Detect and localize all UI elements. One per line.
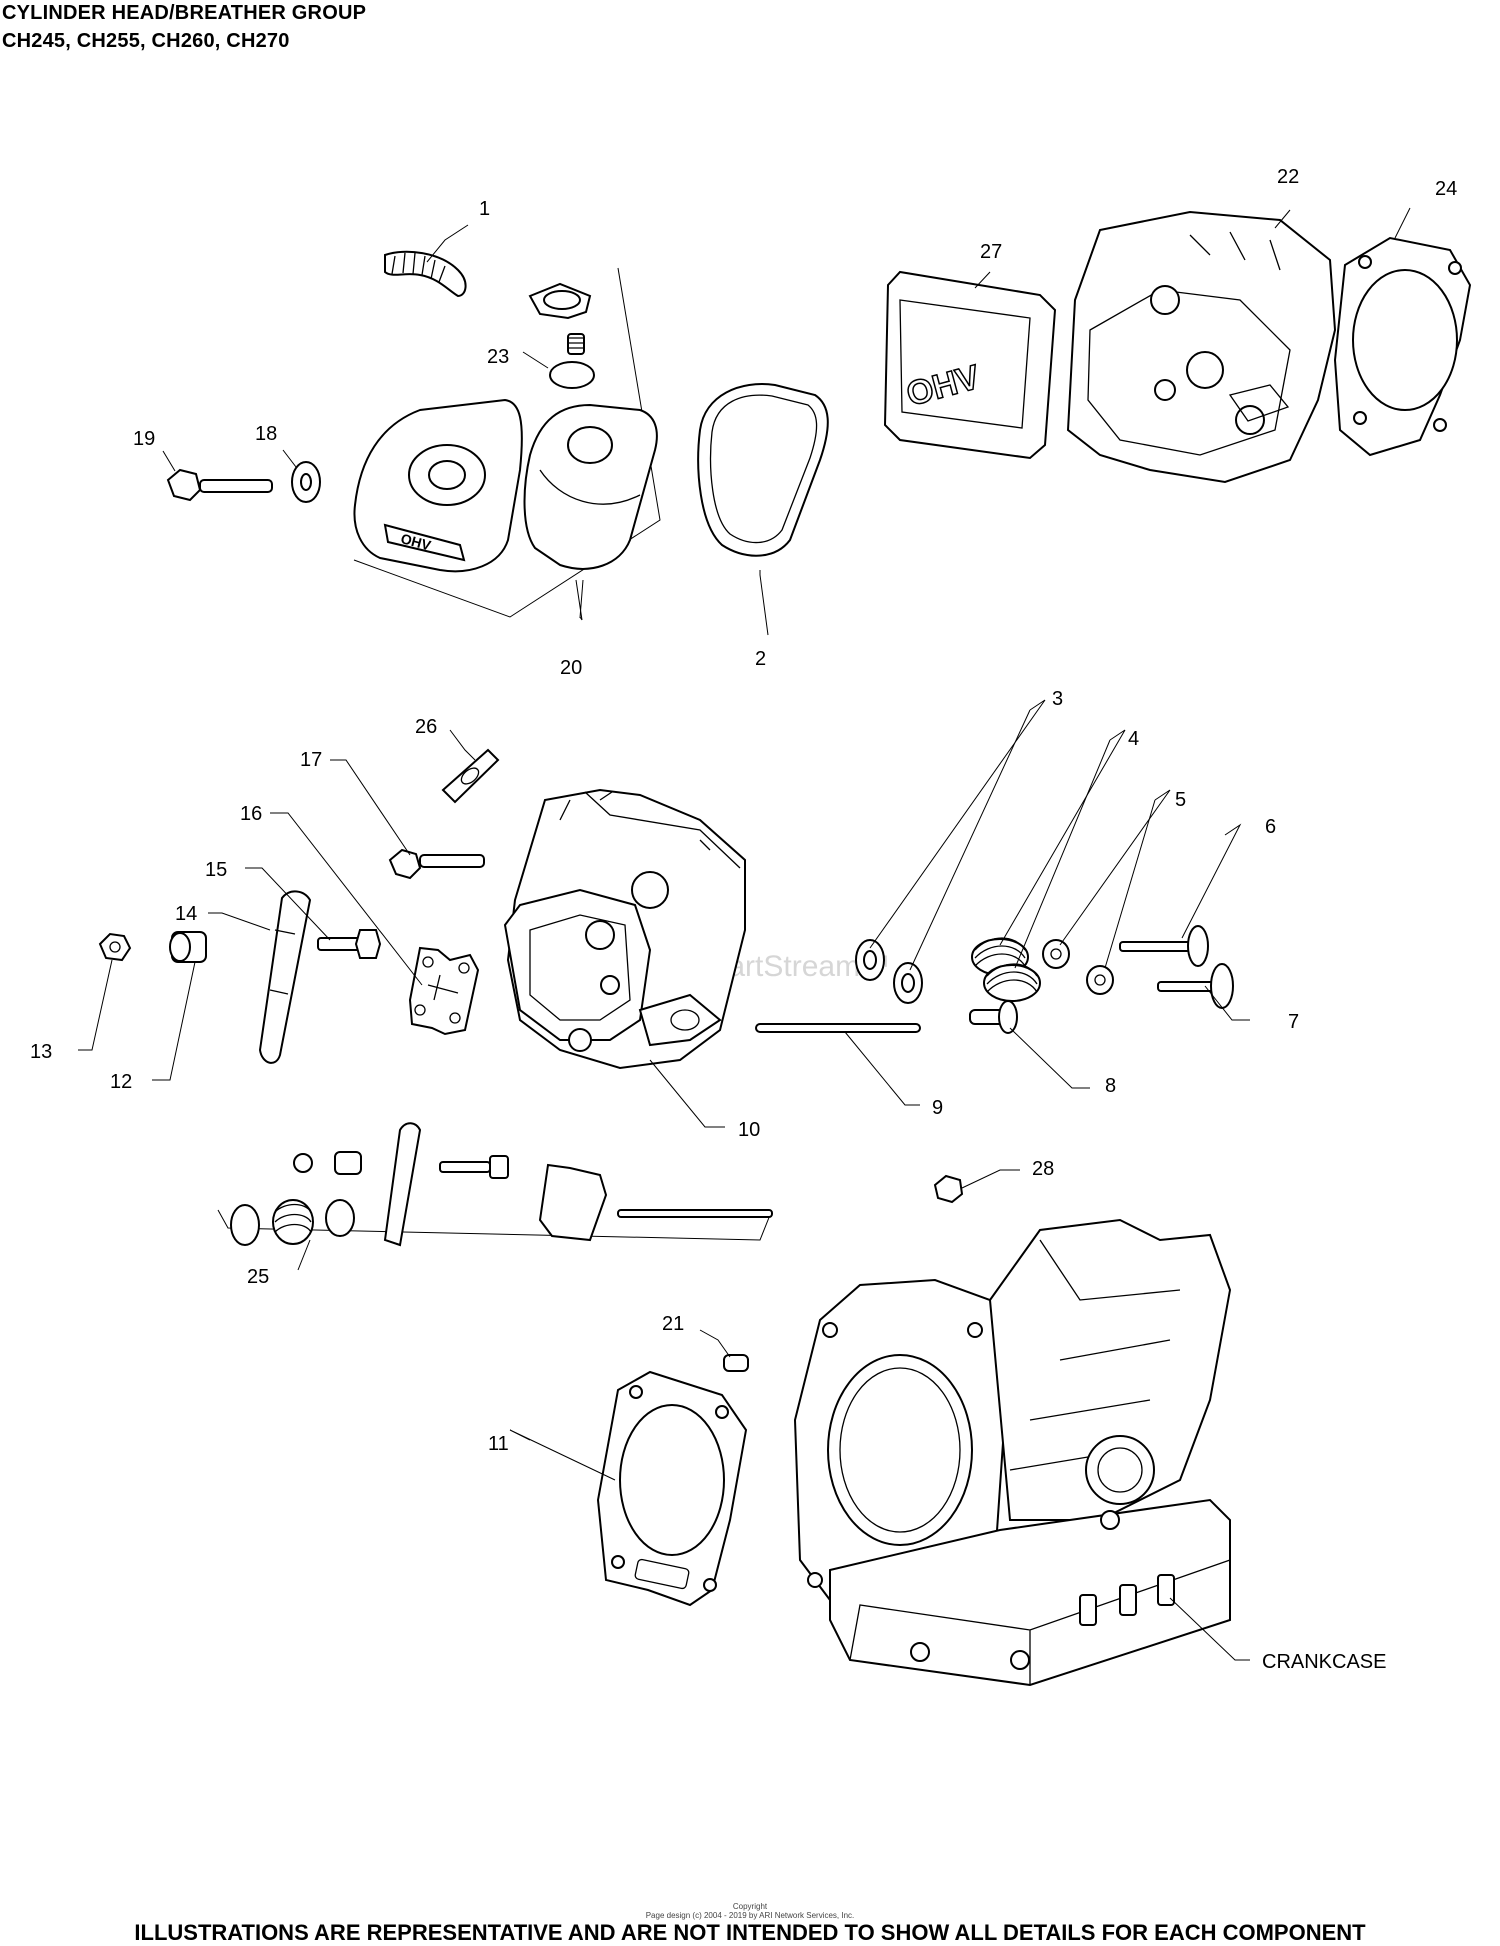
- callout-23: 23: [487, 346, 509, 368]
- callout-10: 10: [738, 1119, 760, 1141]
- callout-3: 3: [1052, 688, 1063, 710]
- head-bolt[interactable]: [388, 848, 485, 880]
- breather-screw[interactable]: [933, 1174, 964, 1204]
- push-rod-guide-plate[interactable]: [408, 946, 480, 1036]
- push-rod[interactable]: [755, 1023, 921, 1033]
- head-gasket-upper[interactable]: [1333, 236, 1472, 457]
- breather-hose[interactable]: [384, 250, 467, 298]
- callout-21: 21: [662, 1313, 684, 1335]
- copyright-notice: Page design (c) 2004 - 2019 by ARI Netwo…: [645, 1911, 855, 1920]
- callout-28: 28: [1032, 1158, 1054, 1180]
- valve-stem-seal-1[interactable]: [1042, 939, 1070, 969]
- intake-valve[interactable]: [1157, 963, 1234, 1009]
- callout-27: 27: [980, 241, 1002, 263]
- rocker-arm[interactable]: [258, 890, 312, 1064]
- valve-cover-outer[interactable]: OHV: [353, 398, 523, 573]
- callout-6: 6: [1265, 816, 1276, 838]
- small-gasket[interactable]: [441, 748, 500, 804]
- valve-kit-parts[interactable]: [230, 1122, 773, 1247]
- callout-1: 1: [479, 198, 490, 220]
- crankcase[interactable]: [793, 1218, 1232, 1687]
- callout-8: 8: [1105, 1075, 1116, 1097]
- rocker-stud[interactable]: [317, 929, 382, 959]
- callout-7: 7: [1288, 1011, 1299, 1033]
- model-list: CH245, CH255, CH260, CH270: [2, 30, 290, 52]
- callout-16: 16: [240, 803, 262, 825]
- callout-13: 13: [30, 1041, 52, 1063]
- callout-15: 15: [205, 859, 227, 881]
- callout-18: 18: [255, 423, 277, 445]
- callout-17: 17: [300, 749, 322, 771]
- callout-19: 19: [133, 428, 155, 450]
- breather-disc[interactable]: [549, 361, 595, 389]
- callout-5: 5: [1175, 789, 1186, 811]
- valve-stem-seal-2[interactable]: [1086, 965, 1114, 995]
- valve-cover-inner[interactable]: [523, 403, 658, 570]
- head-gasket-lower[interactable]: [596, 1370, 748, 1607]
- cover-washer[interactable]: [291, 461, 321, 503]
- callout-22: 22: [1277, 166, 1299, 188]
- callout-25: 25: [247, 1266, 269, 1288]
- callout-4: 4: [1128, 728, 1139, 750]
- cover-screw[interactable]: [166, 468, 273, 502]
- cylinder-head-upper[interactable]: [1066, 210, 1337, 484]
- page-title: CYLINDER HEAD/BREATHER GROUP: [2, 2, 367, 24]
- leader-lines: [78, 207, 1411, 1661]
- svg-text:OHV: OHV: [399, 530, 433, 553]
- valve-spring-2[interactable]: [983, 963, 1041, 1002]
- callout-11: 11: [488, 1433, 509, 1455]
- callout-9: 9: [932, 1097, 943, 1119]
- cylinder-head[interactable]: [503, 788, 746, 1070]
- spring-retainer-1[interactable]: [855, 939, 885, 981]
- valve-tappet[interactable]: [969, 1000, 1018, 1034]
- copyright-label: Copyright: [732, 1902, 768, 1911]
- callout-crankcase: CRANKCASE: [1262, 1651, 1386, 1673]
- rocker-nut[interactable]: [169, 931, 207, 963]
- breather-valve[interactable]: [528, 282, 592, 355]
- callout-26: 26: [415, 716, 437, 738]
- lock-nut[interactable]: [98, 932, 132, 962]
- disclaimer-footer: ILLUSTRATIONS ARE REPRESENTATIVE AND ARE…: [134, 1920, 1366, 1945]
- valve-kit-bracket: [217, 1209, 771, 1241]
- callout-24: 24: [1435, 178, 1457, 200]
- ohv-valve-cover[interactable]: OHV: [883, 270, 1057, 460]
- callout-12: 12: [110, 1071, 132, 1093]
- callout-20: 20: [560, 657, 582, 679]
- callout-labels: 1 2 3 4 5 6 7 8 9 10 11 12 13 14 15 16 1…: [30, 166, 1457, 1673]
- dowel-pin[interactable]: [723, 1354, 749, 1372]
- spring-retainer-2[interactable]: [893, 962, 923, 1004]
- cover-gasket[interactable]: [697, 383, 829, 557]
- callout-14: 14: [175, 903, 197, 925]
- exhaust-valve[interactable]: [1119, 925, 1209, 967]
- callout-2: 2: [755, 648, 766, 670]
